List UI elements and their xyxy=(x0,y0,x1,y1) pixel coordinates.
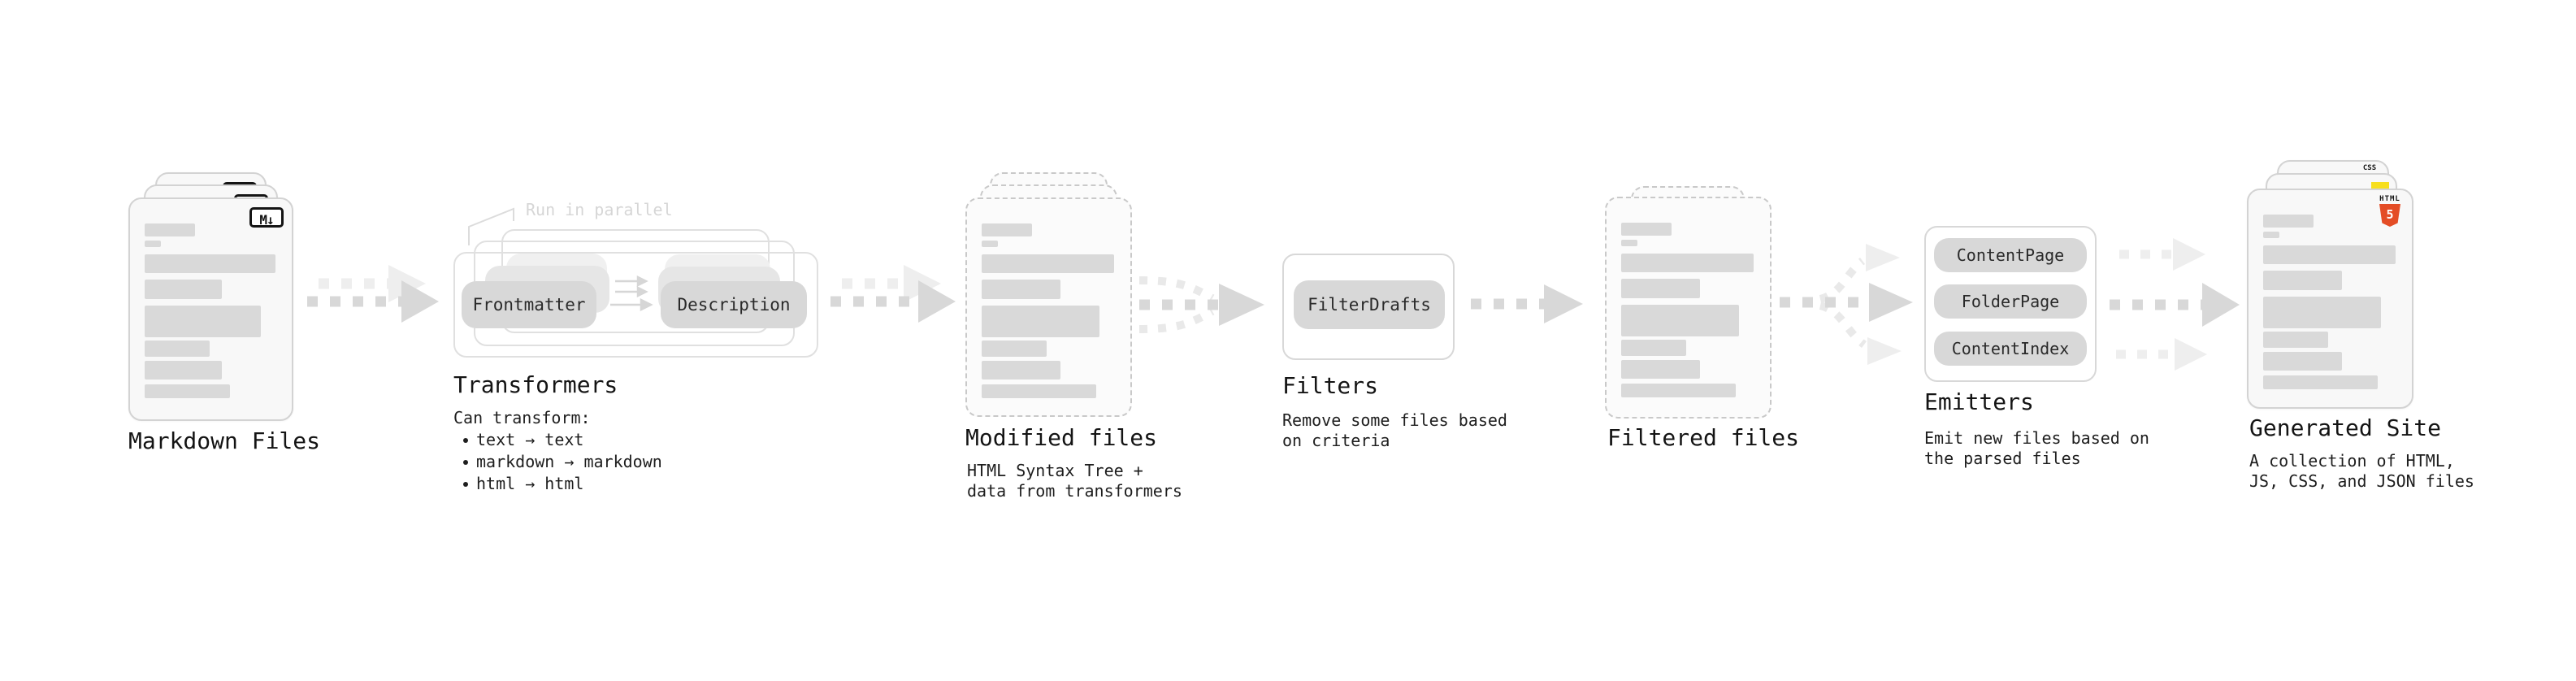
emitters-title: Emitters xyxy=(1924,388,2034,415)
bullet-dot-icon xyxy=(463,459,468,465)
filterdrafts-pill: FilterDrafts xyxy=(1294,280,1445,329)
transformers-title: Transformers xyxy=(453,371,618,398)
modified-file-card-front xyxy=(965,197,1132,417)
placeholder-text-bar xyxy=(144,340,210,357)
filters-title: Filters xyxy=(1282,372,1379,399)
emitters-caption-line2: the parsed files xyxy=(1924,449,2081,468)
placeholder-text-bar xyxy=(1621,384,1736,397)
modified-files-caption: HTML Syntax Tree + data from transformer… xyxy=(967,461,1182,501)
placeholder-text-bar xyxy=(982,384,1096,398)
transformers-caption: Can transform: text → text markdown → ma… xyxy=(453,407,662,495)
generated-caption-line2: JS, CSS, and JSON files xyxy=(2249,471,2474,491)
placeholder-text-bar xyxy=(982,340,1047,357)
placeholder-text-bar xyxy=(144,254,276,273)
placeholder-text-bar xyxy=(2263,232,2280,238)
placeholder-text-bar xyxy=(2263,297,2381,328)
placeholder-text-bar xyxy=(144,280,223,299)
placeholder-text-bar xyxy=(1621,240,1638,246)
placeholder-text-bar xyxy=(144,241,161,247)
filters-caption-line2: on criteria xyxy=(1282,431,1390,450)
transformers-caption-title: Can transform: xyxy=(453,408,591,427)
filtered-file-card-front xyxy=(1605,197,1772,419)
placeholder-text-bar xyxy=(982,241,999,247)
html5-shield-icon: 5 xyxy=(2379,204,2400,227)
markdown-files-label: Markdown Files xyxy=(128,427,321,454)
bullet-dot-icon xyxy=(463,481,468,487)
placeholder-text-bar xyxy=(2263,332,2329,348)
transform-bullet: html → html xyxy=(453,473,662,495)
placeholder-text-bar xyxy=(982,361,1060,380)
arrow-emitters-to-generated xyxy=(2110,238,2240,371)
generated-html-file-card: HTML 5 xyxy=(2247,189,2413,409)
arrow-markdown-to-transformers xyxy=(307,265,439,323)
placeholder-text-bar xyxy=(144,361,223,380)
transform-bullet-text: markdown → markdown xyxy=(476,452,662,471)
contentpage-pill: ContentPage xyxy=(1934,238,2087,272)
transform-bullet-text: text → text xyxy=(476,430,584,449)
placeholder-text-bar xyxy=(2263,352,2342,371)
filters-caption: Remove some files based on criteria xyxy=(1282,410,1507,451)
placeholder-text-bar xyxy=(1621,223,1672,236)
placeholder-text-bar xyxy=(2263,375,2378,389)
placeholder-text-bar xyxy=(1621,340,1687,356)
placeholder-text-bar xyxy=(1621,305,1739,336)
generated-site-label: Generated Site xyxy=(2249,414,2442,441)
arrow-transformers-to-modified xyxy=(830,265,956,323)
arrow-filters-to-filtered xyxy=(1471,284,1583,323)
transformer-box-front xyxy=(453,252,818,358)
placeholder-text-bar xyxy=(982,223,1033,236)
generated-site-caption: A collection of HTML, JS, CSS, and JSON … xyxy=(2249,451,2474,492)
description-pill: Description xyxy=(661,281,807,328)
placeholder-text-bar xyxy=(2263,245,2396,264)
annotation-leader-line xyxy=(468,207,514,245)
placeholder-text-bar xyxy=(1621,360,1700,379)
modified-caption-line2: data from transformers xyxy=(967,481,1182,501)
modified-caption-line1: HTML Syntax Tree + xyxy=(967,461,1143,480)
html5-logo-label: HTML xyxy=(2379,195,2400,203)
javascript-file-icon xyxy=(2371,182,2389,191)
placeholder-text-bar xyxy=(144,384,231,398)
markdown-icon: M↓ xyxy=(249,207,284,228)
placeholder-text-bar xyxy=(2263,271,2342,290)
modified-files-label: Modified files xyxy=(965,424,1158,451)
generated-caption-line1: A collection of HTML, xyxy=(2249,451,2455,471)
arrow-modified-to-filters-merge xyxy=(1138,276,1264,333)
filters-caption-line1: Remove some files based xyxy=(1282,410,1507,430)
filtered-files-label: Filtered files xyxy=(1607,424,1800,451)
emitters-caption: Emit new files based on the parsed files xyxy=(1924,428,2149,469)
frontmatter-pill: Frontmatter xyxy=(462,281,596,328)
placeholder-text-bar xyxy=(1621,279,1700,298)
bullet-dot-icon xyxy=(463,437,468,443)
transform-bullet: text → text xyxy=(453,429,662,451)
placeholder-text-bar xyxy=(1621,254,1754,272)
transform-bullet: markdown → markdown xyxy=(453,451,662,473)
transformer-parallel-arrows-icon xyxy=(610,275,653,312)
placeholder-text-bar xyxy=(144,306,262,337)
markdown-file-card-front: M↓ xyxy=(128,197,293,421)
css-icon-label: CSS xyxy=(2362,164,2377,172)
contentindex-pill: ContentIndex xyxy=(1934,332,2087,366)
html5-logo-icon: HTML 5 xyxy=(2378,195,2402,227)
placeholder-text-bar xyxy=(982,306,1099,337)
placeholder-text-bar xyxy=(982,254,1114,273)
placeholder-text-bar xyxy=(144,223,195,236)
arrow-filtered-to-emitters-fanout xyxy=(1780,244,1913,365)
placeholder-text-bar xyxy=(2263,215,2314,228)
folderpage-pill: FolderPage xyxy=(1934,284,2087,319)
placeholder-text-bar xyxy=(982,280,1060,299)
transform-bullet-text: html → html xyxy=(476,474,584,493)
emitters-caption-line1: Emit new files based on xyxy=(1924,428,2149,448)
run-in-parallel-annotation: Run in parallel xyxy=(526,200,673,219)
